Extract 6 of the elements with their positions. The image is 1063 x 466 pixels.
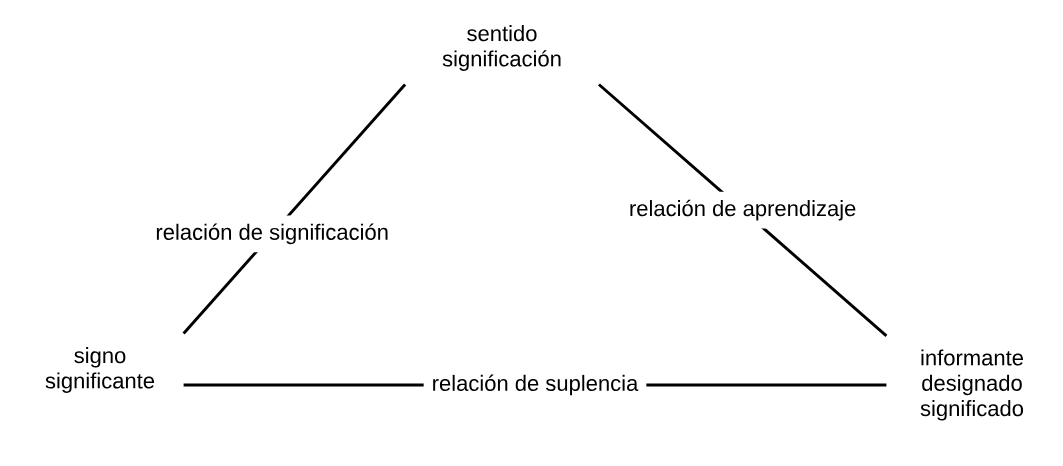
term-text: signo significante — [45, 347, 155, 393]
term-text: sentido significación — [442, 25, 561, 71]
term-text: informante designado significado — [920, 349, 1024, 421]
edge-label: relación de significación — [147, 215, 397, 253]
edge-label: relación de suplencia — [423, 366, 647, 404]
edge-label: relación de aprendizaje — [620, 191, 865, 229]
